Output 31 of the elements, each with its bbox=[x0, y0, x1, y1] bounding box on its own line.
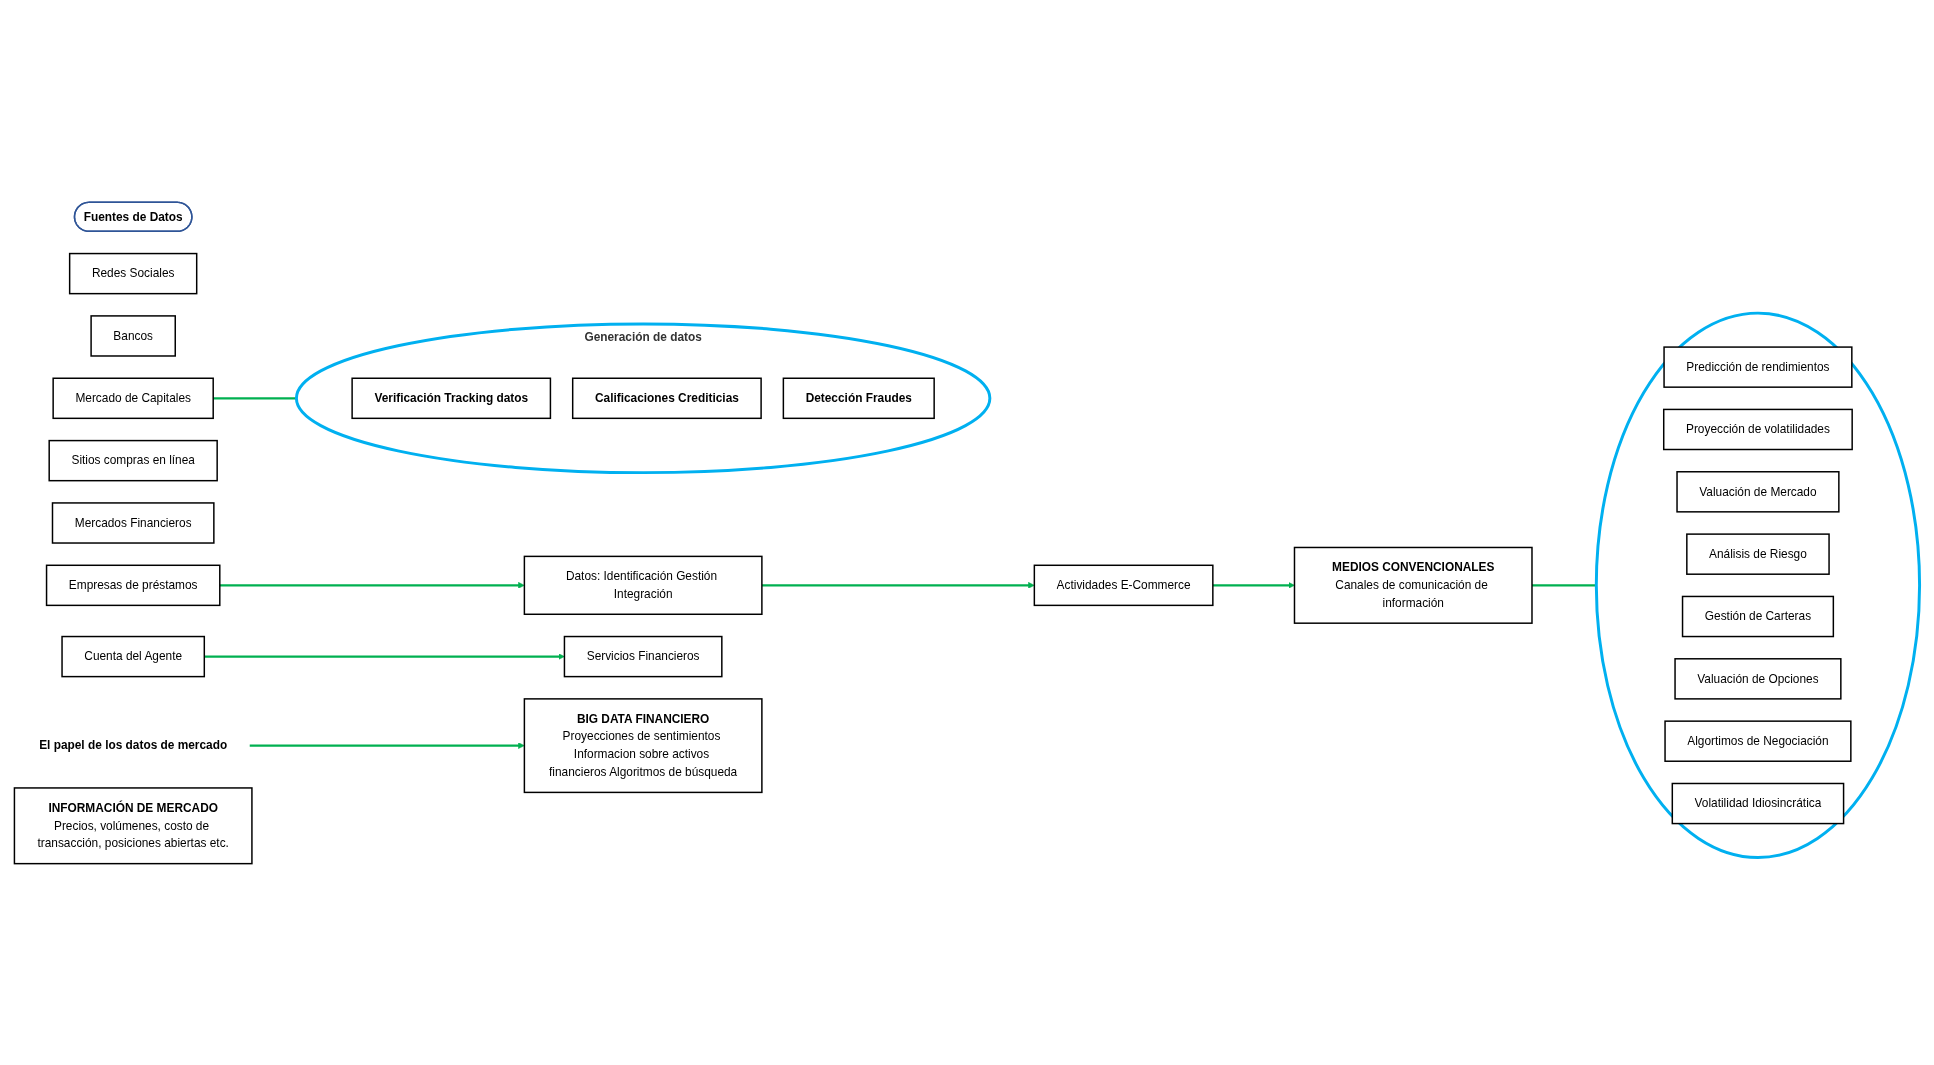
node-box: Proyección de volatilidades bbox=[1663, 408, 1853, 450]
node-box: Mercados Financieros bbox=[51, 501, 215, 544]
node-text: El papel de los datos de mercado bbox=[39, 738, 228, 752]
node-box: Cuenta del Agente bbox=[61, 635, 206, 677]
cluster bbox=[1594, 311, 1922, 859]
node-box: Empresas de préstamos bbox=[45, 564, 221, 606]
node-box: Gestión de Carteras bbox=[1681, 595, 1835, 637]
node-box: Detección Fraudes bbox=[782, 377, 935, 419]
node-box: Bancos bbox=[90, 314, 176, 357]
node-box: Mercado de Capitales bbox=[52, 377, 214, 419]
node-box: Volatilidad Idiosincrática bbox=[1671, 782, 1845, 824]
arrow bbox=[219, 581, 525, 589]
node-box: Redes Sociales bbox=[68, 252, 198, 294]
node-box: BIG DATA FINANCIERO Proyecciones de sentimientos Informacion sobre activos financieros Algoritmos de búsqueda bbox=[523, 697, 763, 793]
node-box: Predicción de rendimientos bbox=[1663, 345, 1853, 388]
arrow bbox=[249, 741, 525, 749]
node-box: MEDIOS CONVENCIONALES Canales de comunicación de información bbox=[1293, 546, 1533, 624]
node-box: Análisis de Riesgo bbox=[1686, 532, 1830, 575]
arrow bbox=[761, 581, 1035, 589]
node-box: Algortimos de Negociación bbox=[1664, 719, 1852, 762]
node-box: Verificación Tracking datos bbox=[351, 377, 552, 419]
node-box: Datos: Identificación Gestión Integración bbox=[523, 555, 763, 615]
arrow bbox=[1212, 581, 1295, 589]
node-box: Sitios compras en línea bbox=[48, 439, 218, 481]
node-box: Valuación de Opciones bbox=[1674, 657, 1842, 700]
node-box: Actividades E-Commerce bbox=[1033, 564, 1214, 606]
node-box: Valuación de Mercado bbox=[1676, 470, 1840, 513]
node-box: Servicios Financieros bbox=[563, 635, 723, 677]
arrow bbox=[204, 652, 565, 660]
node-box: INFORMACIÓN DE MERCADO Precios, volúmenes, costo de transacción, posiciones abiertas etc. bbox=[13, 786, 253, 864]
node-box: Calificaciones Crediticias bbox=[571, 377, 762, 419]
